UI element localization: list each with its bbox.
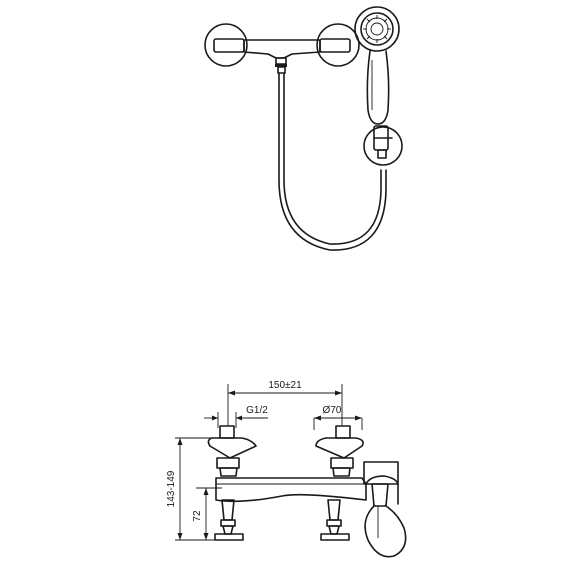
right-wall-connection xyxy=(315,425,364,477)
dimension-label-escutcheon-diameter: Ø70 xyxy=(323,405,342,416)
dimension-total-height: 143-149 xyxy=(166,437,222,541)
dimension-label-center-distance: 150±21 xyxy=(268,380,302,391)
dimension-center-distance: 150±21 xyxy=(227,380,343,426)
dimension-label-lower-height: 72 xyxy=(192,510,203,522)
diverter-housing xyxy=(363,461,399,505)
right-wall-escutcheon xyxy=(316,23,360,67)
dimension-label-total-height: 143-149 xyxy=(166,470,177,507)
shower-set-elevation xyxy=(204,6,403,251)
left-lower-leg xyxy=(214,499,244,541)
left-wall-connection xyxy=(207,425,257,477)
shower-hose-outer xyxy=(278,72,387,251)
shower-hose-inner xyxy=(283,72,382,245)
left-wall-escutcheon xyxy=(204,23,248,67)
dimension-label-inlet-thread: G1/2 xyxy=(246,405,268,416)
mixer-body xyxy=(243,39,321,59)
wall-mixer-front-view: 150±21 G1/2 Ø70 143-14 xyxy=(166,380,407,558)
hand-shower-head xyxy=(354,6,400,52)
dimension-inlet-thread: G1/2 xyxy=(204,405,268,428)
right-lower-leg xyxy=(320,499,350,541)
shower-wall-holder xyxy=(363,125,403,166)
hand-shower-handle xyxy=(366,50,390,125)
dimension-escutcheon-diameter: Ø70 xyxy=(313,405,363,430)
outlet-hand-shower xyxy=(364,483,407,558)
dimension-lower-height: 72 xyxy=(192,487,222,540)
hose-connector xyxy=(275,57,287,74)
mixer-body-front xyxy=(215,477,367,503)
